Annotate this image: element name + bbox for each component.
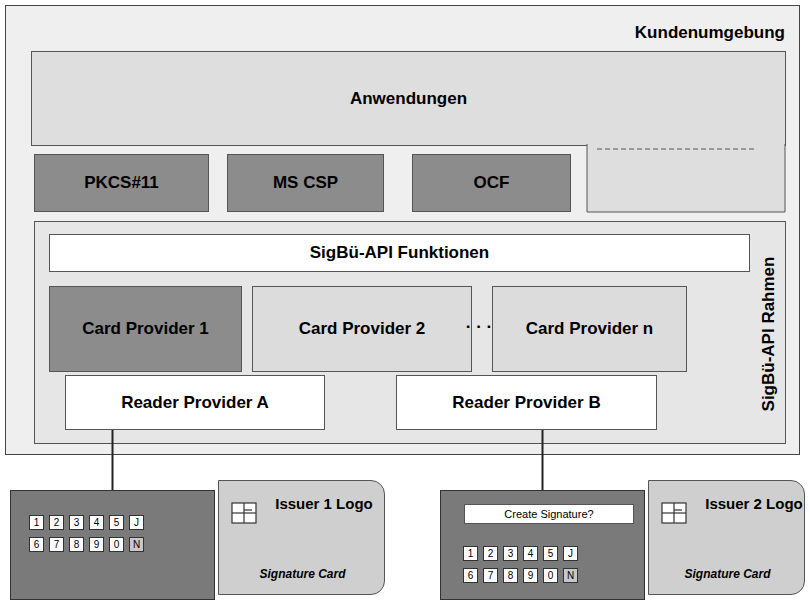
node-text: 5 [114, 517, 120, 528]
key-button: 3 [69, 515, 84, 530]
node-text: Issuer 1 Logo [271, 493, 377, 515]
key-button: 4 [523, 546, 538, 561]
node-text: Card Provider 2 [299, 319, 426, 339]
component-box: SigBü-API Funktionen [49, 234, 750, 272]
component-box: PKCS#11 [34, 154, 209, 212]
node-text: 1 [468, 548, 474, 559]
key-button: 5 [109, 515, 124, 530]
node-text: Issuer 2 Logo [701, 493, 807, 515]
node-text: 3 [508, 548, 514, 559]
key-button: 2 [483, 546, 498, 561]
key-button: 0 [543, 568, 558, 583]
node-text: Reader Provider A [121, 393, 269, 413]
key-button: 6 [29, 537, 44, 552]
node-text: 0 [114, 539, 120, 550]
node-text: 8 [74, 539, 80, 550]
node-text: 7 [488, 570, 494, 581]
node-text: J [134, 517, 139, 528]
key-button: 4 [89, 515, 104, 530]
node-text: Card Provider 1 [82, 319, 209, 339]
key-button: 7 [49, 537, 64, 552]
node-text: 2 [54, 517, 60, 528]
node-text: MS CSP [273, 173, 338, 193]
node-text: N [133, 539, 140, 550]
key-button: 0 [109, 537, 124, 552]
key-button: N [129, 537, 144, 552]
node-text: Anwendungen [350, 89, 467, 109]
component-box: Anwendungen [31, 51, 786, 146]
chip-icon [232, 503, 256, 523]
component-box: Reader Provider A [65, 375, 325, 430]
node-text: OCF [474, 173, 510, 193]
key-button: 5 [543, 546, 558, 561]
ellipsis-label: · · · [466, 317, 492, 337]
component-box: MS CSP [227, 154, 384, 212]
node-text: Kundenumgebung [635, 23, 785, 43]
key-button: N [563, 568, 578, 583]
key-button: 8 [503, 568, 518, 583]
node-text: 8 [508, 570, 514, 581]
connector-line [112, 430, 114, 490]
component-box: Card Provider 2 [252, 286, 472, 372]
node-text: 6 [468, 570, 474, 581]
node-text: SigBü-API Rahmen [759, 257, 779, 412]
chip-icon [662, 503, 686, 523]
node-text: 3 [74, 517, 80, 528]
component-box: Reader Provider B [396, 375, 657, 430]
key-button: 8 [69, 537, 84, 552]
key-button: J [563, 546, 578, 561]
key-button: 1 [29, 515, 44, 530]
connector-line [542, 430, 544, 490]
node-text: 2 [488, 548, 494, 559]
node-text: 0 [548, 570, 554, 581]
node-text: 9 [528, 570, 534, 581]
node-text: 9 [94, 539, 100, 550]
key-button: 2 [49, 515, 64, 530]
key-button: 3 [503, 546, 518, 561]
key-button: 7 [483, 568, 498, 583]
key-button: 1 [463, 546, 478, 561]
card-reader: 1 2 3 4 5 J 6 7 8 9 0 N [10, 490, 215, 600]
node-text: 4 [528, 548, 534, 559]
node-text: PKCS#11 [84, 173, 159, 193]
key-button: 9 [523, 568, 538, 583]
reader-display: Create Signature? [464, 504, 634, 524]
node-text: Create Signature? [504, 508, 593, 520]
node-text: 1 [34, 517, 40, 528]
signature-card: Issuer 2 LogoSignature Card [648, 480, 805, 595]
node-text: 7 [54, 539, 60, 550]
dashed-line [597, 149, 755, 150]
environment-box: KundenumgebungAnwendungenPKCS#11 MS CSP OC… [5, 5, 800, 455]
node-text: J [568, 548, 573, 559]
application-extension [587, 144, 785, 212]
component-box: Card Provider 1 [49, 286, 242, 372]
node-text: N [567, 570, 574, 581]
signature-card: Issuer 1 LogoSignature Card [218, 480, 385, 595]
node-text: SigBü-API Funktionen [310, 243, 489, 263]
key-button: 6 [463, 568, 478, 583]
node-text: 5 [548, 548, 554, 559]
card-reader: Create Signature? 1 2 3 4 5 J 6 7 8 9 0 N [440, 490, 645, 600]
component-box: Card Provider n [492, 286, 687, 372]
key-button: 9 [89, 537, 104, 552]
node-text: 4 [94, 517, 100, 528]
node-text: Card Provider n [526, 319, 654, 339]
node-text: Signature Card [223, 567, 382, 581]
key-button: J [129, 515, 144, 530]
node-text: Reader Provider B [452, 393, 600, 413]
node-text: Signature Card [653, 567, 802, 581]
node-text: 6 [34, 539, 40, 550]
application-joint [588, 143, 784, 146]
framework-box: SigBü-API Rahmen SigBü-API FunktionenCard… [34, 221, 786, 444]
component-box: OCF [412, 154, 571, 212]
